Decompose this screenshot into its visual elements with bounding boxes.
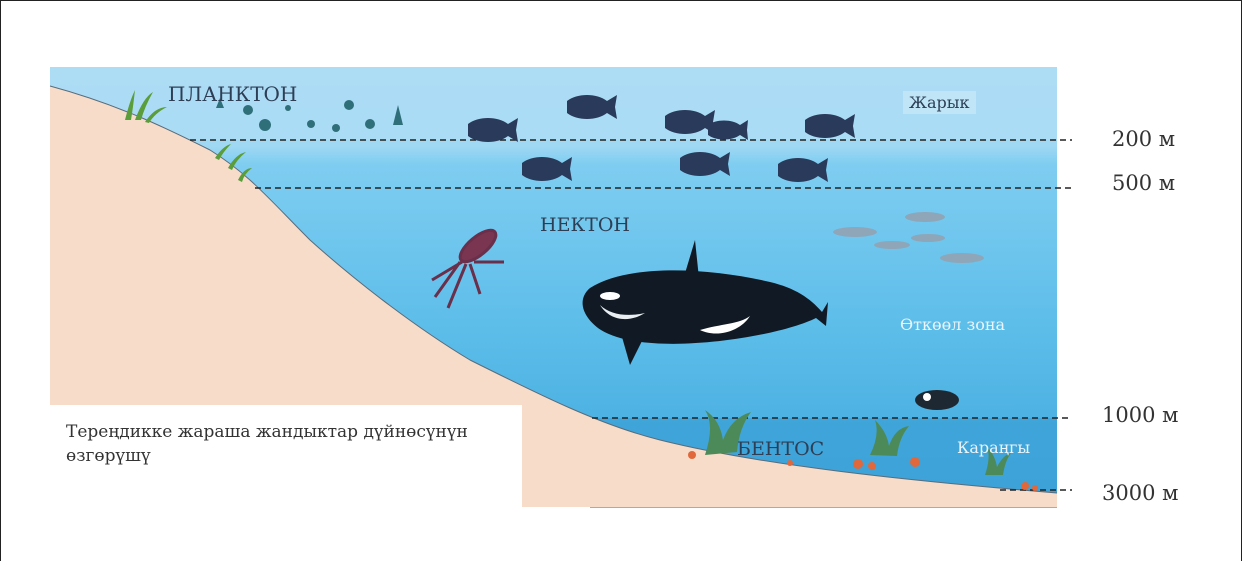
- deep-fish-icon: [915, 390, 959, 410]
- dark-zone-label: Караңгы: [957, 438, 1030, 457]
- nekton-label: НЕКТОН: [540, 214, 630, 236]
- depth-label-1000: 1000 м: [1102, 403, 1178, 427]
- depth-label-3000: 3000 м: [1102, 481, 1178, 505]
- light-zone-label: Жарык: [903, 91, 976, 114]
- plankton-label: ПЛАНКТОН: [168, 82, 297, 106]
- transition-zone-label: Өткөөл зона: [900, 315, 1005, 334]
- diagram-caption: Тереңдикке жараша жандыктар дүйнөсүнүн ө…: [66, 420, 536, 468]
- depth-label-200: 200 м: [1112, 127, 1175, 151]
- depth-label-500: 500 м: [1112, 171, 1175, 195]
- benthos-label: БЕНТОС: [737, 438, 824, 460]
